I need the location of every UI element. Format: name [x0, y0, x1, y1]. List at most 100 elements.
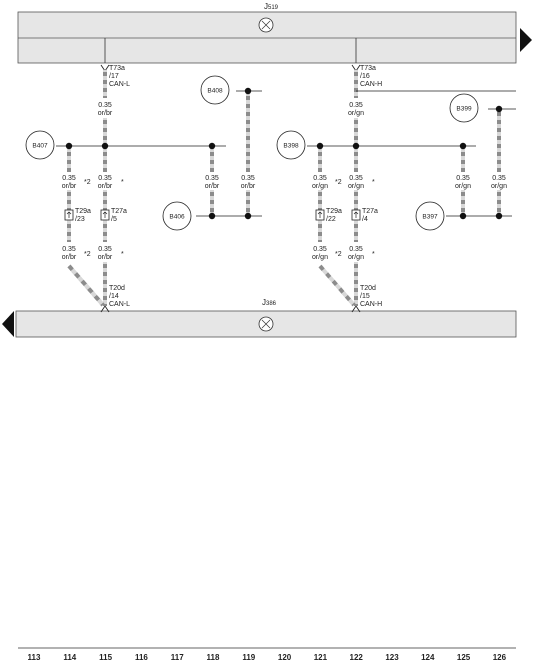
svg-text:or/br: or/br	[241, 183, 256, 190]
svg-text:*2: *2	[84, 251, 91, 258]
column-number: 123	[385, 653, 399, 662]
bottom-connector-can-l: T20d /14 CAN-L	[109, 285, 130, 308]
inline-connector-labels: T29a /23 T27a /5 T29a /22 T27a /4	[75, 208, 378, 223]
column-number: 124	[421, 653, 435, 662]
svg-text:*: *	[121, 179, 124, 186]
svg-text:B398: B398	[283, 143, 299, 150]
component-b398: B398	[276, 130, 306, 160]
svg-text:0.35: 0.35	[98, 246, 112, 253]
svg-text:/4: /4	[362, 216, 368, 223]
column-number: 116	[135, 653, 148, 662]
control-unit-j519: J519	[17, 2, 532, 64]
j519-suffix: 519	[268, 5, 279, 11]
svg-text:J386: J386	[262, 298, 277, 307]
svg-text:B406: B406	[169, 214, 185, 221]
svg-text:/22: /22	[326, 216, 336, 223]
can-low-network	[56, 70, 262, 307]
svg-text:J519: J519	[264, 2, 279, 11]
column-number: 119	[242, 653, 255, 662]
svg-text:B397: B397	[422, 214, 438, 221]
svg-text:or/gn: or/gn	[312, 183, 328, 190]
svg-text:or/br: or/br	[98, 183, 113, 190]
svg-text:*2: *2	[335, 179, 342, 186]
svg-text:0.35: 0.35	[98, 175, 112, 182]
svg-text:/17: /17	[109, 73, 119, 80]
svg-text:or/gn: or/gn	[312, 254, 328, 261]
svg-text:CAN-H: CAN-H	[360, 81, 382, 88]
continue-right-arrow-icon	[520, 28, 532, 52]
column-number: 115	[99, 653, 112, 662]
svg-text:CAN-L: CAN-L	[109, 81, 130, 88]
continue-left-arrow-icon	[2, 311, 14, 337]
svg-text:0.35: 0.35	[241, 175, 255, 182]
svg-text:0.35: 0.35	[62, 175, 76, 182]
j386-suffix: 386	[266, 301, 277, 307]
svg-text:*2: *2	[84, 179, 91, 186]
svg-text:T27a: T27a	[111, 208, 127, 215]
control-unit-j386: J386	[2, 298, 517, 338]
component-b407: B407	[25, 130, 55, 160]
component-b408: B408	[200, 75, 230, 105]
svg-text:0.35: 0.35	[456, 175, 470, 182]
svg-text:0.35: 0.35	[349, 175, 363, 182]
column-number: 125	[457, 653, 471, 662]
top-connector-can-h: T73a /16 CAN-H	[360, 65, 382, 88]
svg-text:*: *	[372, 179, 375, 186]
svg-text:B399: B399	[456, 106, 472, 113]
component-b397: B397	[415, 201, 445, 231]
inline-connectors	[64, 209, 361, 221]
bottom-connector-can-h: T20d /15 CAN-H	[360, 285, 382, 308]
svg-text:0.35: 0.35	[349, 246, 363, 253]
svg-text:CAN-H: CAN-H	[360, 301, 382, 308]
svg-text:/14: /14	[109, 293, 119, 300]
svg-text:or/gn: or/gn	[348, 110, 364, 117]
svg-text:T27a: T27a	[362, 208, 378, 215]
j519-prefix: J	[264, 2, 268, 11]
svg-text:or/br: or/br	[62, 183, 77, 190]
svg-text:or/gn: or/gn	[491, 183, 507, 190]
component-b406: B406	[162, 201, 192, 231]
column-number: 117	[171, 653, 184, 662]
svg-text:/5: /5	[111, 216, 117, 223]
column-number: 113	[28, 653, 41, 662]
svg-text:0.35: 0.35	[98, 102, 112, 109]
svg-text:or/br: or/br	[98, 254, 113, 261]
svg-text:T29a: T29a	[326, 208, 342, 215]
svg-text:0.35: 0.35	[313, 175, 327, 182]
top-connector-can-l: T73a /17 CAN-L	[109, 65, 130, 88]
svg-text:or/gn: or/gn	[455, 183, 471, 190]
svg-text:B408: B408	[207, 88, 223, 95]
component-b399: B399	[449, 93, 479, 123]
svg-text:or/br: or/br	[62, 254, 77, 261]
svg-text:/15: /15	[360, 293, 370, 300]
svg-text:or/br: or/br	[205, 183, 220, 190]
wire-labels: 0.35 or/br 0.35 or/br 0.35 or/br 0.35 or…	[62, 102, 507, 261]
svg-text:0.35: 0.35	[62, 246, 76, 253]
can-high-network	[307, 70, 516, 307]
svg-text:or/gn: or/gn	[348, 254, 364, 261]
svg-text:or/gn: or/gn	[348, 183, 364, 190]
column-number: 126	[493, 653, 507, 662]
svg-text:B407: B407	[32, 143, 48, 150]
svg-text:T20d: T20d	[109, 285, 125, 292]
svg-text:/16: /16	[360, 73, 370, 80]
column-number: 120	[278, 653, 292, 662]
svg-text:/23: /23	[75, 216, 85, 223]
svg-text:CAN-L: CAN-L	[109, 301, 130, 308]
svg-text:or/br: or/br	[98, 110, 113, 117]
svg-text:*: *	[121, 251, 124, 258]
svg-text:0.35: 0.35	[313, 246, 327, 253]
column-number: 122	[350, 653, 364, 662]
svg-text:*: *	[372, 251, 375, 258]
svg-text:T73a: T73a	[109, 65, 125, 72]
svg-text:0.35: 0.35	[349, 102, 363, 109]
column-number: 114	[63, 653, 76, 662]
svg-text:*2: *2	[335, 251, 342, 258]
svg-text:T20d: T20d	[360, 285, 376, 292]
column-number: 118	[207, 653, 220, 662]
svg-text:T73a: T73a	[360, 65, 376, 72]
svg-text:0.35: 0.35	[492, 175, 506, 182]
svg-text:T29a: T29a	[75, 208, 91, 215]
